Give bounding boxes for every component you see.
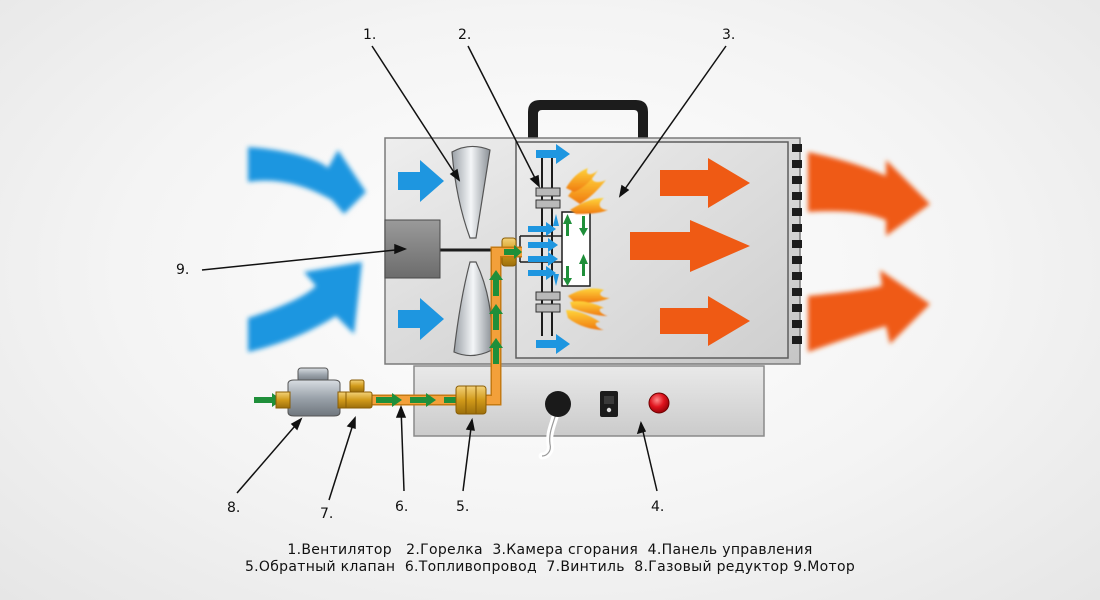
heat-arrow-bottom xyxy=(660,296,750,346)
exhaust-arrow-top xyxy=(808,152,930,236)
inner-intake-arrow-bottom xyxy=(398,298,444,340)
callout-8: 8. xyxy=(227,500,241,516)
legend-line-1: 1.Вентилятор 2.Горелка 3.Камера сгорания… xyxy=(287,542,813,558)
heat-arrow-middle xyxy=(630,220,750,272)
gas-regulator-8[interactable] xyxy=(275,367,347,417)
valve-7[interactable] xyxy=(343,379,373,409)
leader-lines xyxy=(201,45,727,501)
intake-arrow-top xyxy=(248,147,366,214)
motor-9 xyxy=(384,219,441,279)
burner-fuel-arrows xyxy=(563,214,588,286)
callout-5: 5. xyxy=(456,499,470,515)
callout-6: 6. xyxy=(395,499,409,515)
control-knob[interactable] xyxy=(545,391,571,417)
legend-line-2: 5.Обратный клапан 6.Топливопровод 7.Винт… xyxy=(244,559,856,575)
intake-arrow-bottom xyxy=(248,262,362,352)
flames-top xyxy=(566,168,608,214)
callout-9: 9. xyxy=(176,262,190,278)
callout-7: 7. xyxy=(320,506,334,522)
exhaust-grille xyxy=(792,144,802,344)
callout-4: 4. xyxy=(651,499,665,515)
heat-arrow-top xyxy=(660,158,750,208)
callout-1: 1. xyxy=(363,27,377,43)
burner-2 xyxy=(519,158,591,336)
exhaust-arrow-bottom xyxy=(808,270,930,352)
legend: 1.Вентилятор 2.Горелка 3.Камера сгорания… xyxy=(0,542,1100,576)
carry-handle xyxy=(528,100,648,138)
inner-intake-arrow-top xyxy=(398,160,444,202)
callout-3: 3. xyxy=(722,27,736,43)
check-valve-5 xyxy=(455,385,487,415)
fan-blade-bottom xyxy=(453,261,493,357)
callout-2: 2. xyxy=(458,27,472,43)
flames-bottom xyxy=(566,288,610,330)
burner-air-arrows xyxy=(528,144,570,354)
indicator-lamp xyxy=(648,392,670,414)
fan-blade-top xyxy=(451,145,491,239)
